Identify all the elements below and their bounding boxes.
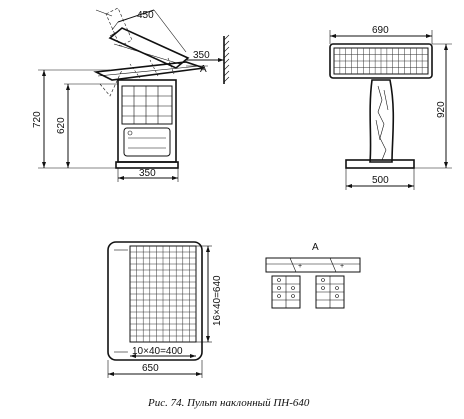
dim-front-height: 920 — [414, 43, 452, 169]
label-450: 450 — [137, 10, 154, 21]
label-920: 920 — [436, 101, 447, 118]
label-350-top: 350 — [193, 50, 210, 61]
figure-caption: Рис. 74. Пульт наклонный ПН-640 — [147, 397, 310, 409]
plus-mark-2: + — [340, 263, 344, 270]
wall-hatch — [223, 34, 230, 84]
dim-overhang: 350 А — [186, 50, 224, 75]
side-view: 720 620 350 450 — [32, 7, 230, 182]
front-panel — [329, 43, 433, 79]
label-grid-width: 10×40=400 — [132, 346, 183, 357]
section-mark-a: А — [200, 64, 207, 75]
front-base — [345, 159, 415, 169]
dim-top-width: 650 — [107, 360, 203, 378]
top-view: 16×40=640 10×40=400 650 — [107, 241, 223, 378]
label-350-bottom: 350 — [139, 168, 156, 179]
label-500: 500 — [372, 175, 389, 186]
dim-tilt: 450 — [111, 9, 187, 53]
detail-terminal-right — [315, 275, 345, 309]
label-620: 620 — [56, 117, 67, 134]
dim-base-width: 500 — [345, 168, 415, 190]
top-grid — [130, 246, 196, 342]
detail-terminal-left — [271, 275, 301, 309]
label-650: 650 — [142, 363, 159, 374]
label-690: 690 — [372, 25, 389, 36]
label-grid-height: 16×40=640 — [212, 275, 223, 326]
detail-a-label: А — [312, 242, 319, 253]
cabinet-body — [115, 79, 179, 169]
dim-panel-width: 690 — [329, 25, 433, 44]
top-outline — [107, 241, 203, 361]
dim-grid-height: 16×40=640 — [196, 245, 223, 343]
front-panel-grid — [334, 48, 428, 74]
dim-height-total: 720 — [32, 69, 116, 169]
label-720: 720 — [32, 111, 43, 128]
front-view: 690 920 500 — [329, 25, 452, 190]
dim-depth: 350 — [117, 168, 179, 182]
detail-a: А + + — [265, 242, 361, 309]
tilted-panel — [93, 7, 205, 97]
front-column — [369, 79, 395, 163]
dim-grid-width: 10×40=400 — [130, 346, 196, 358]
dim-height-desk: 620 — [56, 83, 118, 168]
plus-mark-1: + — [298, 263, 302, 270]
